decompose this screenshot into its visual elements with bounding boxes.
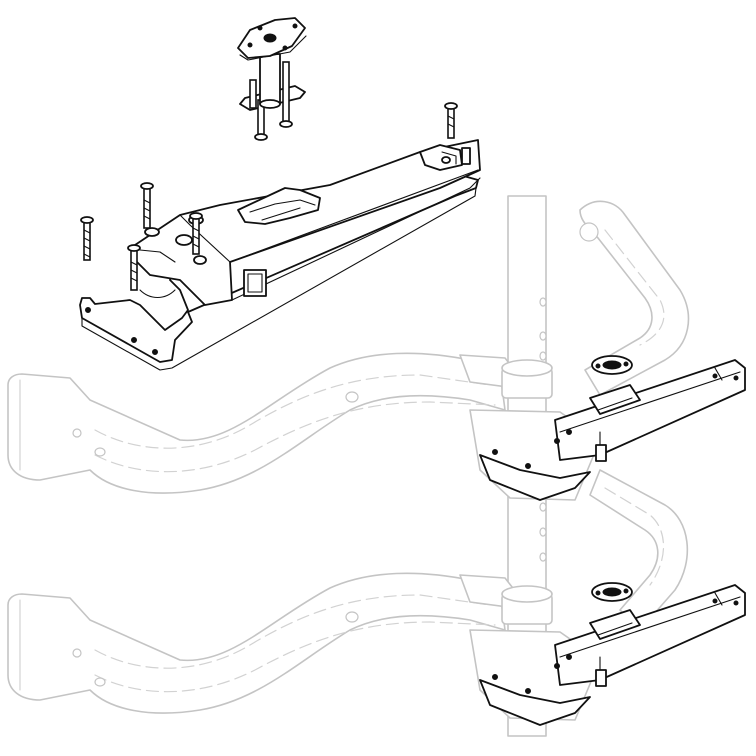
screw-left-2: [127, 244, 141, 291]
ghost-collar-upper: [501, 359, 553, 399]
mounted-bracket-lower: [479, 582, 746, 726]
screw-left-1: [140, 182, 154, 229]
ghost-collar-lower: [501, 585, 553, 625]
ghost-upper-back-arm: [579, 200, 690, 396]
screw-far-left: [80, 216, 94, 261]
mounted-bracket-upper: [479, 355, 746, 501]
arm-bracket: [134, 139, 481, 306]
screw-right: [444, 102, 458, 139]
screw-center: [189, 212, 203, 255]
mounting-post: [237, 17, 307, 141]
